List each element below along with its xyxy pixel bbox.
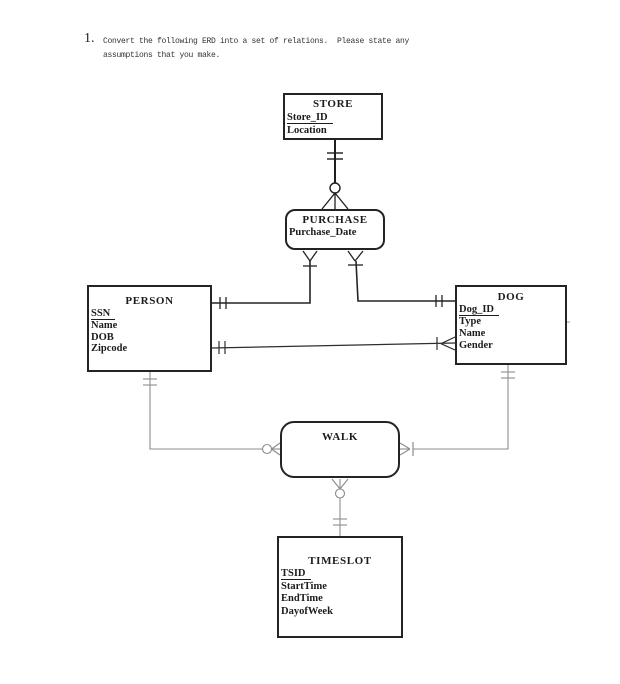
entity-store: STORE Store_ID Location xyxy=(283,93,383,140)
cardinality-double-bar-person-top xyxy=(219,297,227,309)
optional-circle-walk-bottom xyxy=(334,488,346,499)
crowsfoot-purchase-top xyxy=(321,192,349,210)
timeslot-attribute: StartTime xyxy=(281,580,327,592)
person-attribute: Name xyxy=(91,320,118,331)
timeslot-attribute: EndTime xyxy=(281,593,323,604)
entity-purchase: PURCHASE Purchase_Date xyxy=(285,209,385,250)
dog-attribute: Gender xyxy=(459,340,493,351)
entity-walk: WALK xyxy=(280,421,400,478)
store-attribute: Location xyxy=(287,125,327,136)
crowsfoot-walk-bottom xyxy=(331,478,349,490)
crowsfoot-walk-right xyxy=(399,442,411,456)
dog-attribute: Type xyxy=(459,316,481,327)
question-number: 1. xyxy=(84,31,95,46)
person-key-attribute: SSN xyxy=(91,308,116,320)
question-text: Convert the following ERD into a set of … xyxy=(103,35,409,63)
cardinality-double-bar-store xyxy=(327,152,343,160)
question-line1: Convert the following ERD into a set of … xyxy=(103,37,410,46)
timeslot-key-attribute: TSID xyxy=(281,568,311,580)
purchase-dog-connector xyxy=(347,250,455,307)
entity-timeslot-title: TIMESLOT xyxy=(308,555,372,567)
walk-timeslot-connector xyxy=(331,478,349,536)
person-walk-connector xyxy=(143,372,281,456)
entity-store-title: STORE xyxy=(312,98,354,110)
cardinality-double-bar-dog-top xyxy=(435,295,443,307)
optional-circle-walk-left xyxy=(261,443,273,455)
crowsfoot-purchase-left xyxy=(302,250,318,262)
entity-walk-title: WALK xyxy=(321,431,359,443)
entity-purchase-title: PURCHASE xyxy=(302,214,368,226)
cardinality-double-bar-person-walk xyxy=(143,378,157,386)
dog-attribute: Name xyxy=(459,328,486,339)
crowsfoot-purchase-right xyxy=(347,250,364,262)
cardinality-double-bar-timeslot xyxy=(333,518,347,526)
person-dog-connector xyxy=(211,321,570,354)
person-attribute: Zipcode xyxy=(91,343,128,354)
entity-timeslot: TIMESLOT TSID StartTime EndTime DayofWee… xyxy=(277,536,403,638)
store-purchase-connector xyxy=(321,140,349,210)
person-attribute: DOB xyxy=(91,331,114,343)
crowsfoot-dog-left xyxy=(440,336,456,351)
dog-key-attribute: Dog_ID xyxy=(459,304,500,316)
optional-circle-purchase xyxy=(329,182,341,194)
cardinality-double-bar-dog-walk xyxy=(501,371,515,379)
entity-person-title: PERSON xyxy=(125,295,174,307)
dog-walk-connector xyxy=(399,365,515,456)
purchase-attribute: Purchase_Date xyxy=(289,227,357,238)
store-key-attribute: Store_ID xyxy=(287,112,333,124)
cardinality-double-bar-person-owns xyxy=(218,341,226,354)
entity-dog: DOG Dog_ID Type Name Gender xyxy=(455,285,567,365)
purchase-person-connector xyxy=(212,250,318,309)
crowsfoot-walk-left xyxy=(271,442,281,456)
question-line2: assumptions that you make. xyxy=(103,51,221,60)
entity-person: PERSON SSN Name DOB Zipcode xyxy=(87,285,212,372)
entity-dog-title: DOG xyxy=(497,291,525,303)
timeslot-attribute: DayofWeek xyxy=(281,605,333,617)
